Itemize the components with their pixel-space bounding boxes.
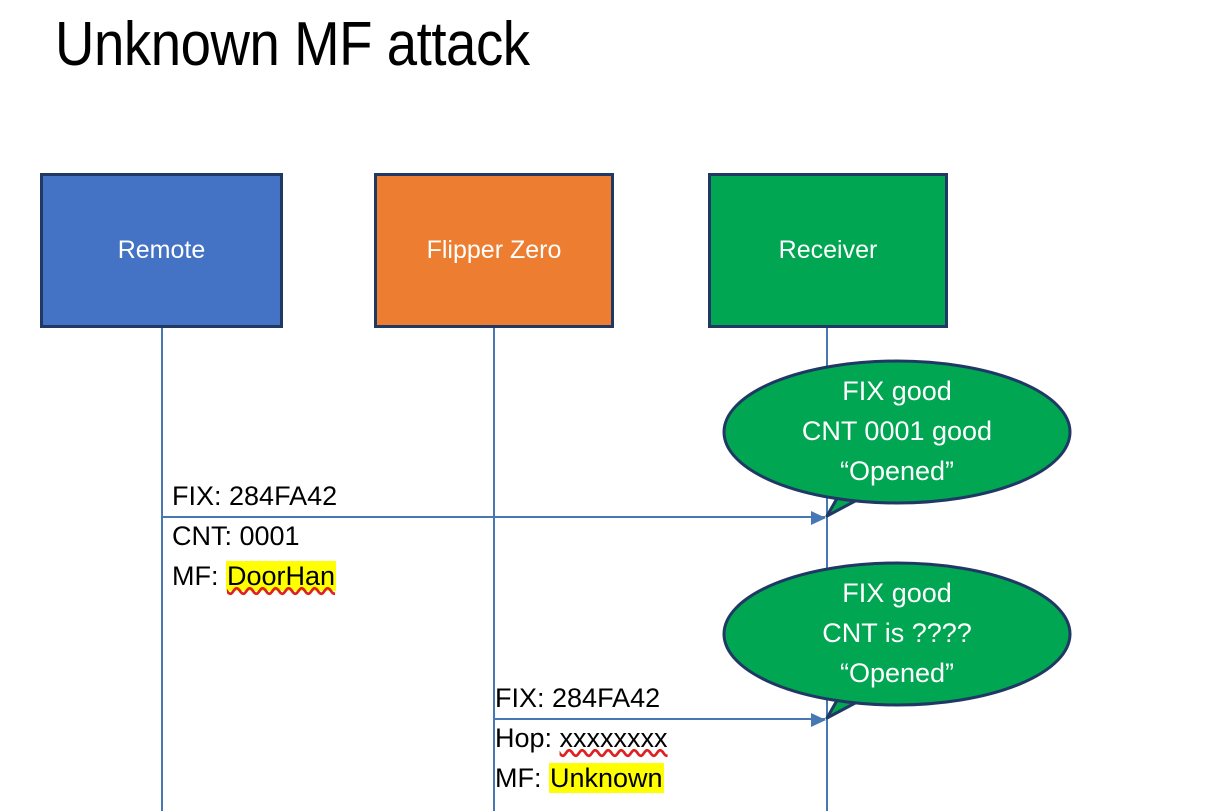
- message-line: FIX: 284FA42: [172, 476, 337, 516]
- callout-bubble-receiver-response-1: FIX good CNT 0001 good “Opened”: [722, 358, 1072, 518]
- message-line-prefix: FIX:: [495, 683, 553, 713]
- message-line: CNT: 0001: [172, 516, 337, 556]
- message-line-prefix: FIX:: [172, 481, 230, 511]
- message-label-remote-to-receiver: FIX: 284FA42 CNT: 0001 MF: DoorHan: [172, 476, 337, 596]
- message-line-value: 284FA42: [552, 683, 661, 713]
- lifeline-remote: [161, 328, 163, 811]
- message-line: MF: Unknown: [495, 758, 668, 798]
- message-line-prefix: CNT:: [172, 521, 240, 551]
- message-arrow-flipper-to-receiver: [495, 713, 826, 727]
- message-line: MF: DoorHan: [172, 556, 337, 596]
- message-line-prefix: MF:: [495, 763, 549, 793]
- message-label-flipper-to-receiver: FIX: 284FA42 Hop: xxxxxxxx MF: Unknown: [495, 678, 668, 798]
- page-title: Unknown MF attack: [55, 10, 530, 79]
- message-line-prefix: MF:: [172, 561, 226, 591]
- participant-box-remote[interactable]: Remote: [40, 173, 283, 328]
- message-line-prefix: Hop:: [495, 723, 560, 753]
- participant-box-receiver[interactable]: Receiver: [708, 173, 948, 328]
- message-line-value: xxxxxxxx: [559, 723, 668, 753]
- callout-shape-icon: [722, 561, 1072, 720]
- message-line-value-highlighted: DoorHan: [226, 561, 337, 591]
- participant-box-flipper-zero[interactable]: Flipper Zero: [374, 173, 614, 328]
- message-line-value: 0001: [239, 521, 300, 551]
- participant-label-receiver: Receiver: [778, 236, 878, 264]
- callout-bubble-receiver-response-2: FIX good CNT is ???? “Opened”: [722, 560, 1072, 720]
- message-line-value: 284FA42: [229, 481, 338, 511]
- lifeline-flipper: [493, 328, 495, 811]
- message-line: FIX: 284FA42: [495, 678, 668, 718]
- message-arrow-remote-to-receiver: [163, 511, 826, 525]
- callout-shape-icon: [722, 359, 1072, 518]
- participant-label-flipper-zero: Flipper Zero: [426, 236, 562, 264]
- message-line: Hop: xxxxxxxx: [495, 718, 668, 758]
- message-line-value-highlighted: Unknown: [549, 763, 664, 793]
- participant-label-remote: Remote: [117, 236, 206, 264]
